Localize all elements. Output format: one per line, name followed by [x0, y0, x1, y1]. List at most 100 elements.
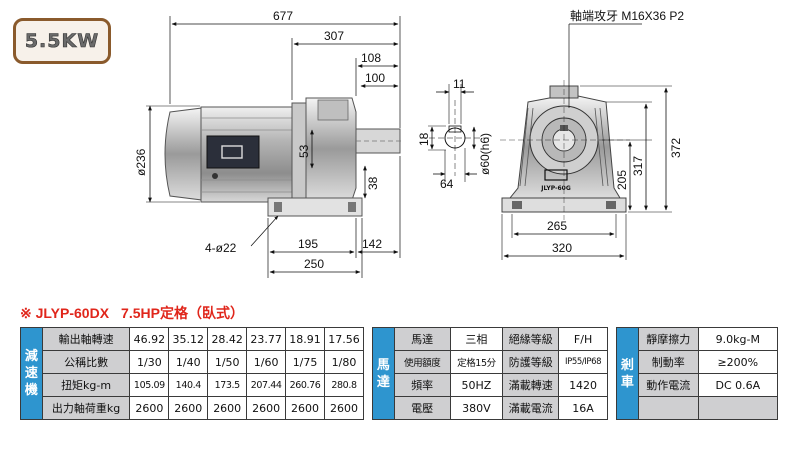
dim-64: 64: [440, 177, 454, 191]
table-row: [617, 396, 779, 420]
power-badge-label: 5.5KW: [24, 30, 100, 53]
table-row: 頻率 50HZ 滿載轉速 1420: [373, 373, 608, 397]
table-cell: 9.0kg-M: [697, 327, 779, 351]
dim-677: 677: [273, 9, 293, 23]
dimension-drawing: 677 307 108 100 ø236 53 38 4-ø22 195 14: [134, 9, 684, 278]
table-row: 馬達 馬達 三相 絕緣等級 F/H: [372, 327, 608, 420]
dim-100: 100: [365, 71, 385, 85]
table-cell: 1/30: [129, 350, 170, 374]
table-cell: 2600: [285, 396, 325, 420]
dim-250: 250: [304, 257, 324, 271]
dim-317: 317: [631, 156, 645, 176]
row-label: 電壓: [393, 396, 451, 420]
table-row: 剎車 靜摩擦力 9.0kg-M: [616, 327, 779, 420]
empty-cell: [697, 396, 779, 420]
table-cell: IP55/IP68: [558, 350, 608, 374]
table-cell: 1/75: [285, 350, 325, 374]
dim-holes: 4-ø22: [205, 241, 237, 255]
reducer-table: 減速機 輸出軸轉速 46.92 35.12 28.42 23.77 18.91 …: [20, 327, 364, 420]
table-cell: 2600: [129, 396, 170, 420]
dim-108: 108: [361, 51, 381, 65]
table-row: 電壓 380V 滿載電流 16A: [373, 396, 608, 420]
row-label: 靜摩擦力: [637, 327, 699, 351]
dim-265: 265: [547, 219, 567, 233]
motor-table: 馬達 馬達 三相 絕緣等級 F/H 使用額度 定格15分 防護等級 IP55/I…: [372, 327, 608, 420]
row-label: 絕緣等級: [502, 327, 560, 351]
table-cell: ≥200%: [697, 350, 779, 374]
table-row: 公稱比數 1/30 1/40 1/50 1/60 1/75 1/80: [21, 350, 364, 374]
row-label: 馬達: [393, 327, 451, 351]
table-cell: 173.5: [207, 373, 248, 397]
table-row: 使用額度 定格15分 防護等級 IP55/IP68: [373, 350, 608, 374]
table-cell: 105.09: [129, 373, 170, 397]
row-label: 滿載電流: [502, 396, 560, 420]
motor-side-label: 馬達: [372, 327, 395, 420]
dim-dia236: ø236: [134, 148, 148, 176]
table-cell: 2600: [168, 396, 209, 420]
table-cell: F/H: [558, 327, 608, 351]
brake-table: 剎車 靜摩擦力 9.0kg-M 制動率 ≥200% 動作電流 DC 0.6A: [616, 327, 779, 420]
table-cell: 1/80: [324, 350, 364, 374]
table-cell: 280.8: [324, 373, 364, 397]
model-number: JLYP-60DX: [35, 305, 110, 321]
table-row: 減速機 輸出軸轉速 46.92 35.12 28.42 23.77 18.91 …: [20, 327, 364, 420]
logo-icon: [221, 145, 243, 159]
dim-38: 38: [366, 176, 380, 190]
row-label: 頻率: [393, 373, 451, 397]
table-cell: 17.56: [324, 327, 364, 351]
row-label: 制動率: [637, 350, 699, 374]
dim-142: 142: [362, 237, 382, 251]
row-label: 防護等級: [502, 350, 560, 374]
table-cell: 140.4: [168, 373, 209, 397]
table-cell: 1/50: [207, 350, 248, 374]
table-row: 扭矩kg-m 105.09 140.4 173.5 207.44 260.76 …: [21, 373, 364, 397]
table-cell: 207.44: [246, 373, 287, 397]
row-label: 使用額度: [393, 350, 451, 374]
table-row: 出力軸荷重kg 2600 2600 2600 2600 2600 2600: [21, 396, 364, 420]
power-badge: 5.5KW: [13, 18, 111, 64]
dim-11: 11: [453, 77, 466, 91]
table-cell: 1420: [558, 373, 608, 397]
table-cell: 1/40: [168, 350, 209, 374]
table-cell: 2600: [324, 396, 364, 420]
row-label: 滿載轉速: [502, 373, 560, 397]
row-label: 輸出軸轉速: [41, 327, 131, 351]
side-view: 677 307 108 100 ø236 53 38 4-ø22 195 14: [134, 9, 402, 278]
table-cell: 18.91: [285, 327, 325, 351]
reducer-side-label: 減速機: [20, 327, 43, 420]
table-cell: 23.77: [246, 327, 287, 351]
table-cell: 50HZ: [449, 373, 504, 397]
dim-195: 195: [298, 237, 318, 251]
table-cell: 1/60: [246, 350, 287, 374]
front-logo-icon: [544, 169, 568, 181]
empty-cell: [637, 396, 699, 420]
shaft-section: 11 18 ø60(h6) 64: [417, 77, 492, 191]
dim-372: 372: [669, 138, 683, 158]
dim-307: 307: [324, 29, 344, 43]
table-cell: 28.42: [207, 327, 248, 351]
dim-dia60: ø60(h6): [478, 133, 492, 175]
table-cell: 定格15分: [449, 350, 504, 374]
table-row: 動作電流 DC 0.6A: [617, 373, 779, 397]
table-row: 制動率 ≥200%: [617, 350, 779, 374]
table-cell: 三相: [449, 327, 504, 351]
shaft-thread-note: 軸端攻牙 M16X36 P2: [570, 9, 684, 23]
row-label: 公稱比數: [41, 350, 131, 374]
table-cell: 2600: [207, 396, 248, 420]
table-cell: 35.12: [168, 327, 209, 351]
table-cell: 380V: [449, 396, 504, 420]
dim-205: 205: [615, 170, 629, 190]
dim-320: 320: [552, 241, 572, 255]
front-view: JLYP-60G 軸端攻牙 M16X36 P2 265 320 205 317 …: [500, 9, 684, 260]
table-cell: 2600: [246, 396, 287, 420]
table-cell: 260.76: [285, 373, 325, 397]
row-label: 扭矩kg-m: [41, 373, 131, 397]
nameplate-text: JLYP-60G: [540, 185, 571, 192]
row-label: 出力軸荷重kg: [41, 396, 131, 420]
table-cell: 16A: [558, 396, 608, 420]
terminal-box: [206, 135, 260, 169]
table-cell: DC 0.6A: [697, 373, 779, 397]
row-label: 動作電流: [637, 373, 699, 397]
model-spec: 7.5HP定格（臥式）: [121, 305, 244, 321]
